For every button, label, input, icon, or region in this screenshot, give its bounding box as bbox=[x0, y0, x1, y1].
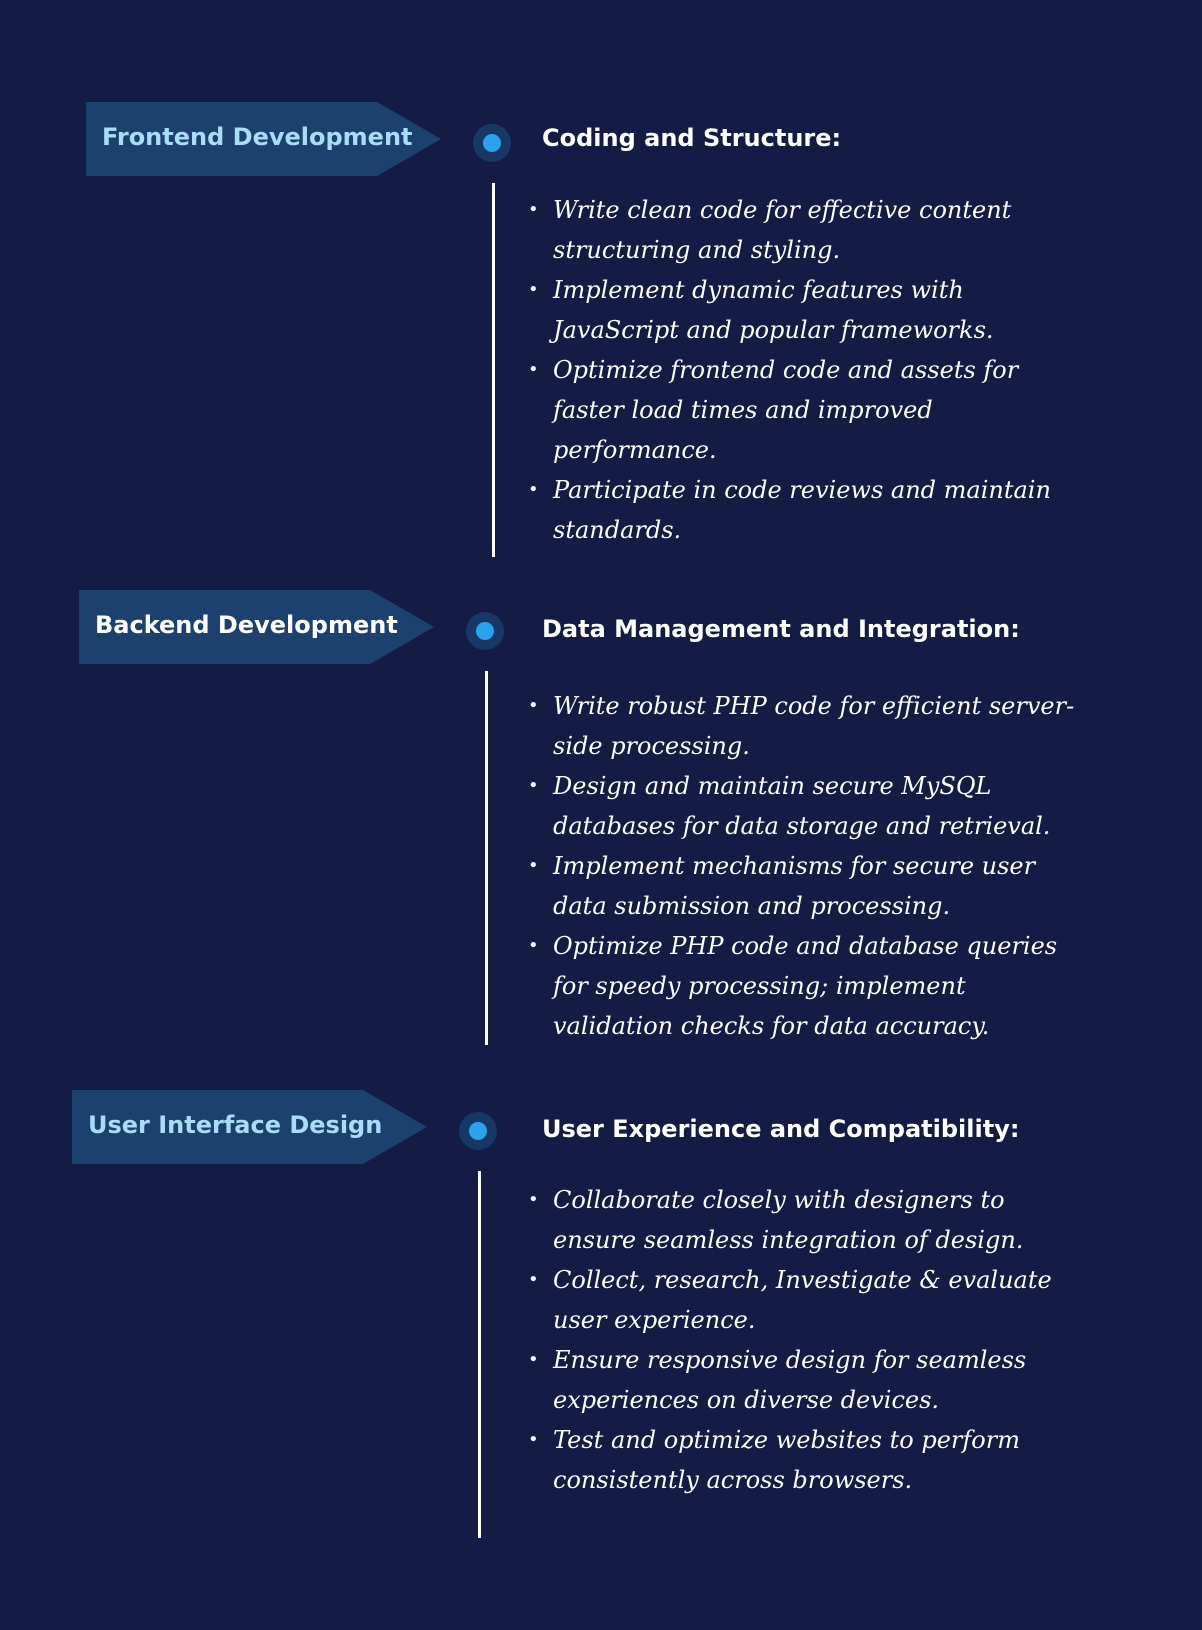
bullet-icon: • bbox=[528, 479, 539, 500]
bullet-icon: • bbox=[528, 935, 539, 956]
list-item: • Ensure responsive design for seamless e… bbox=[526, 1340, 1086, 1420]
timeline-dot-icon bbox=[466, 612, 504, 650]
bullet-icon: • bbox=[528, 1269, 539, 1290]
bullet-icon: • bbox=[528, 199, 539, 220]
timeline-line bbox=[492, 183, 495, 557]
list-item-text: Participate in code reviews and maintain… bbox=[553, 476, 1051, 544]
list-item: • Implement mechanisms for secure user da… bbox=[526, 846, 1086, 926]
list-item-text: Collaborate closely with designers to en… bbox=[553, 1186, 1024, 1254]
list-item: • Design and maintain secure MySQL databa… bbox=[526, 766, 1086, 846]
section-banner: User Interface Design bbox=[72, 1090, 427, 1164]
bullet-list: • Write clean code for effective content … bbox=[526, 190, 1086, 550]
section-banner: Frontend Development bbox=[86, 102, 441, 176]
bullet-icon: • bbox=[528, 1189, 539, 1210]
list-item-text: Optimize frontend code and assets for fa… bbox=[553, 356, 1019, 464]
list-item-text: Write robust PHP code for efficient serv… bbox=[553, 692, 1075, 760]
list-item-text: Ensure responsive design for seamless ex… bbox=[553, 1346, 1027, 1414]
list-item: • Optimize PHP code and database queries … bbox=[526, 926, 1086, 1046]
bullet-icon: • bbox=[528, 359, 539, 380]
list-item: • Write robust PHP code for efficient ser… bbox=[526, 686, 1086, 766]
bullet-list: • Write robust PHP code for efficient ser… bbox=[526, 686, 1086, 1046]
timeline-line bbox=[485, 671, 488, 1045]
list-item: • Participate in code reviews and maintai… bbox=[526, 470, 1086, 550]
timeline-dot-center bbox=[476, 622, 494, 640]
banner-label: Backend Development bbox=[95, 611, 398, 639]
timeline-line bbox=[478, 1171, 481, 1538]
bullet-icon: • bbox=[528, 1349, 539, 1370]
list-item: • Collect, research, Investigate & evalua… bbox=[526, 1260, 1086, 1340]
timeline-dot-center bbox=[483, 134, 501, 152]
timeline-dot-center bbox=[469, 1122, 487, 1140]
list-item: • Implement dynamic features with JavaScr… bbox=[526, 270, 1086, 350]
list-item-text: Implement mechanisms for secure user dat… bbox=[553, 852, 1036, 920]
list-item: • Write clean code for effective content … bbox=[526, 190, 1086, 270]
list-item-text: Test and optimize websites to perform co… bbox=[553, 1426, 1020, 1494]
section-heading: Data Management and Integration: bbox=[542, 615, 1020, 643]
list-item-text: Collect, research, Investigate & evaluat… bbox=[553, 1266, 1052, 1334]
bullet-icon: • bbox=[528, 855, 539, 876]
timeline-dot-icon bbox=[459, 1112, 497, 1150]
banner-label: Frontend Development bbox=[102, 123, 413, 151]
list-item-text: Write clean code for effective content s… bbox=[553, 196, 1012, 264]
bullet-list: • Collaborate closely with designers to e… bbox=[526, 1180, 1086, 1500]
section-heading: User Experience and Compatibility: bbox=[542, 1115, 1020, 1143]
section-banner: Backend Development bbox=[79, 590, 434, 664]
section-heading: Coding and Structure: bbox=[542, 124, 842, 152]
list-item-text: Implement dynamic features with JavaScri… bbox=[553, 276, 994, 344]
list-item: • Optimize frontend code and assets for f… bbox=[526, 350, 1086, 470]
timeline-dot-icon bbox=[473, 124, 511, 162]
list-item: • Test and optimize websites to perform c… bbox=[526, 1420, 1086, 1500]
list-item-text: Design and maintain secure MySQL databas… bbox=[553, 772, 1051, 840]
list-item: • Collaborate closely with designers to e… bbox=[526, 1180, 1086, 1260]
bullet-icon: • bbox=[528, 279, 539, 300]
bullet-icon: • bbox=[528, 775, 539, 796]
bullet-icon: • bbox=[528, 1429, 539, 1450]
banner-label: User Interface Design bbox=[88, 1111, 383, 1139]
bullet-icon: • bbox=[528, 695, 539, 716]
list-item-text: Optimize PHP code and database queries f… bbox=[553, 932, 1058, 1040]
